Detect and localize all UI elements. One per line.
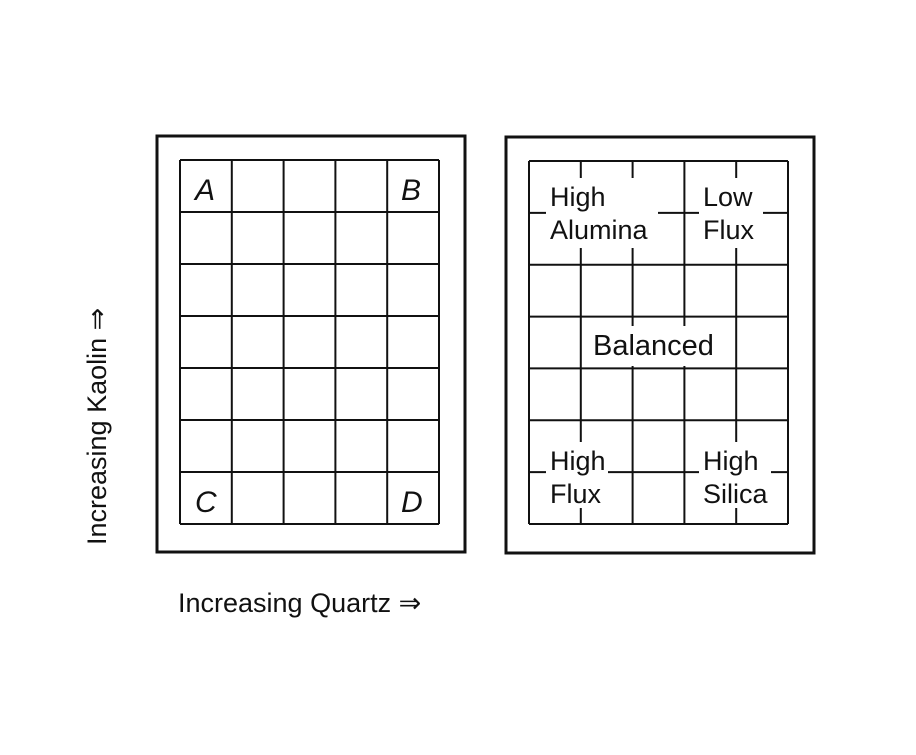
corner-label-c: C [195,486,217,519]
high-flux-line2: Flux [550,479,602,509]
high-silica-line2: Silica [703,479,769,509]
low-flux-line2: Flux [703,215,755,245]
high-alumina-mask [546,178,658,248]
high-silica-mask [699,442,771,508]
y-axis-label: Increasing Kaolin ⇒ [82,308,112,545]
high-flux-mask [546,442,608,508]
low-flux-mask [699,178,763,248]
high-alumina-line1: High [550,182,606,212]
corner-label-a: A [193,174,215,207]
low-flux-line1: Low [703,182,753,212]
high-silica-line1: High [703,446,759,476]
balanced-mask [590,326,728,366]
high-alumina-line2: Alumina [550,215,649,245]
right-panel-frame [504,135,816,555]
corner-label-b: B [401,174,421,207]
right-panel: High Alumina Low Flux Balanced High Flux… [504,135,816,555]
high-flux-line1: High [550,446,606,476]
left-panel-frame [155,134,467,554]
left-panel: A B C D [155,134,467,554]
corner-label-d: D [401,486,423,519]
left-grid [179,159,440,525]
x-axis-label: Increasing Quartz ⇒ [178,588,421,618]
balanced-label: Balanced [593,330,714,362]
